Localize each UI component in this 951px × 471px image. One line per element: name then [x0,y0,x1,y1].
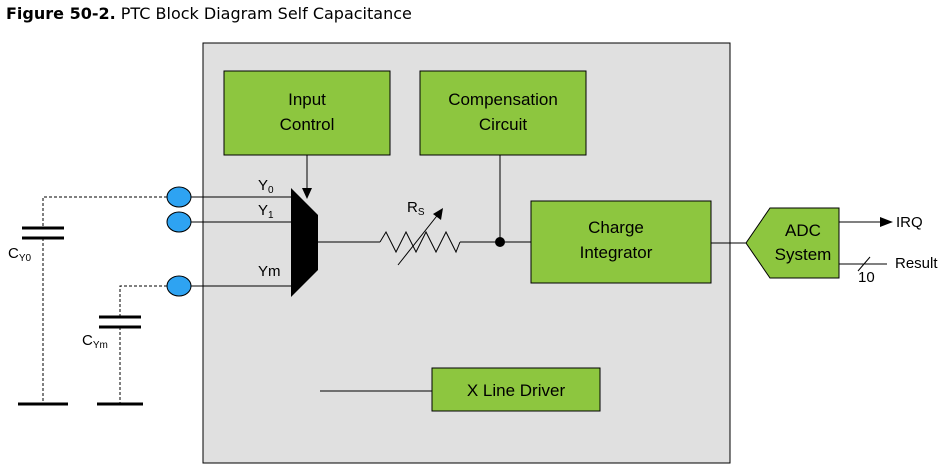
y1-label: Y1 [258,202,274,221]
input-control-label-1: Input [288,90,326,109]
y0-label: Y0 [258,177,274,196]
multiplexer [291,188,318,297]
compensation-label-1: Compensation [448,90,558,109]
bus-width-slash [857,256,871,272]
adc-label-1: ADC [785,221,821,240]
figure-title: PTC Block Diagram Self Capacitance [115,4,412,23]
charge-integrator-block [530,200,712,284]
adc-system-block [745,207,840,279]
junction-dot [495,237,505,247]
control-to-mux-arrowhead [302,188,312,199]
charge-integrator-label-1: Charge [588,218,644,237]
figure-caption: Figure 50-2. PTC Block Diagram Self Capa… [6,4,412,23]
x-line-driver-label: X Line Driver [467,381,566,400]
resistor-adjust-arrow [397,211,441,266]
x-line-driver-block [431,367,601,412]
resistor-adjust-arrowhead [433,208,443,220]
ym-label: Ym [258,263,281,280]
adc-label-2: System [775,245,832,264]
figure-number: Figure 50-2. [6,4,116,23]
input-control-label-2: Control [280,115,335,134]
variable-resistor [379,230,461,254]
cym-dashed-wire [119,285,167,317]
y0-pin [166,186,192,208]
ym-pin [166,275,192,297]
cy0-label: CY0 [8,245,32,264]
compensation-circuit-block [419,70,587,156]
charge-integrator-label-2: Integrator [580,243,653,262]
cym-label: CYm [82,332,108,351]
irq-arrowhead [880,217,893,227]
cy0-dashed-wire [42,196,167,228]
compensation-label-2: Circuit [479,115,527,134]
input-control-block [223,70,391,156]
bus-width-label: 10 [858,269,875,286]
result-label: Result [895,255,938,272]
resistor-label: RS [407,199,425,218]
y1-pin [166,211,192,233]
irq-label: IRQ [896,214,923,231]
